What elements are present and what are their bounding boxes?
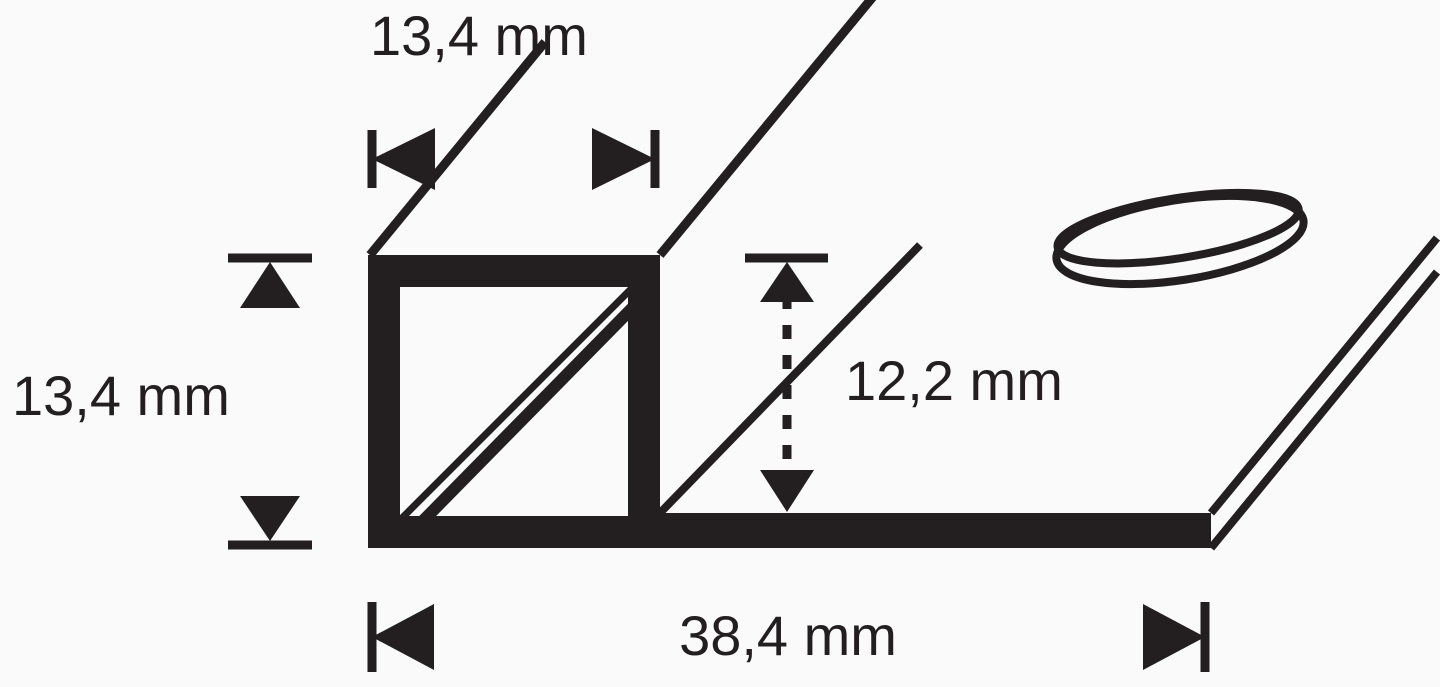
dimension-width-bottom: 38,4 mm [367,602,1210,672]
dimension-height-left: 13,4 mm [12,253,312,550]
dim-top-right-arrow [592,128,655,190]
box-top-left-receding-edge [366,39,549,258]
dim-inner-top-arrow [760,262,814,302]
dimension-height-inner: 12,2 mm [745,253,1063,512]
web-top-receding-edge [656,0,877,258]
dim-bottom-left-arrow [372,604,434,670]
countersink-inner-ellipse [1053,188,1303,268]
dim-bottom-label: 38,4 mm [679,604,897,667]
profile-geometry [366,0,1440,551]
dim-left-bottom-arrow [240,496,300,541]
dim-left-top-arrow [240,262,300,308]
dim-inner-label: 12,2 mm [845,349,1063,412]
cavity-inner-diagonal-lower [405,285,655,539]
box-cavity-receding-lines [397,280,655,539]
flange-top-surface-edges [1207,235,1440,551]
dim-left-label: 13,4 mm [12,364,230,427]
dim-top-left-arrow [372,128,435,190]
dim-top-label: 13,4 mm [370,4,588,67]
dim-inner-bottom-arrow [760,470,814,512]
countersunk-hole [1052,188,1308,289]
dim-bottom-right-arrow [1143,604,1205,670]
profile-solid-body [368,255,1211,548]
flange-far-bottom-edge-line [1207,269,1440,551]
flange-far-top-edge-line [1207,235,1440,516]
dimension-width-top: 13,4 mm [367,4,660,190]
cavity-inner-diagonal-upper [397,280,640,523]
base-flange-inner-receding-edge [657,242,923,516]
